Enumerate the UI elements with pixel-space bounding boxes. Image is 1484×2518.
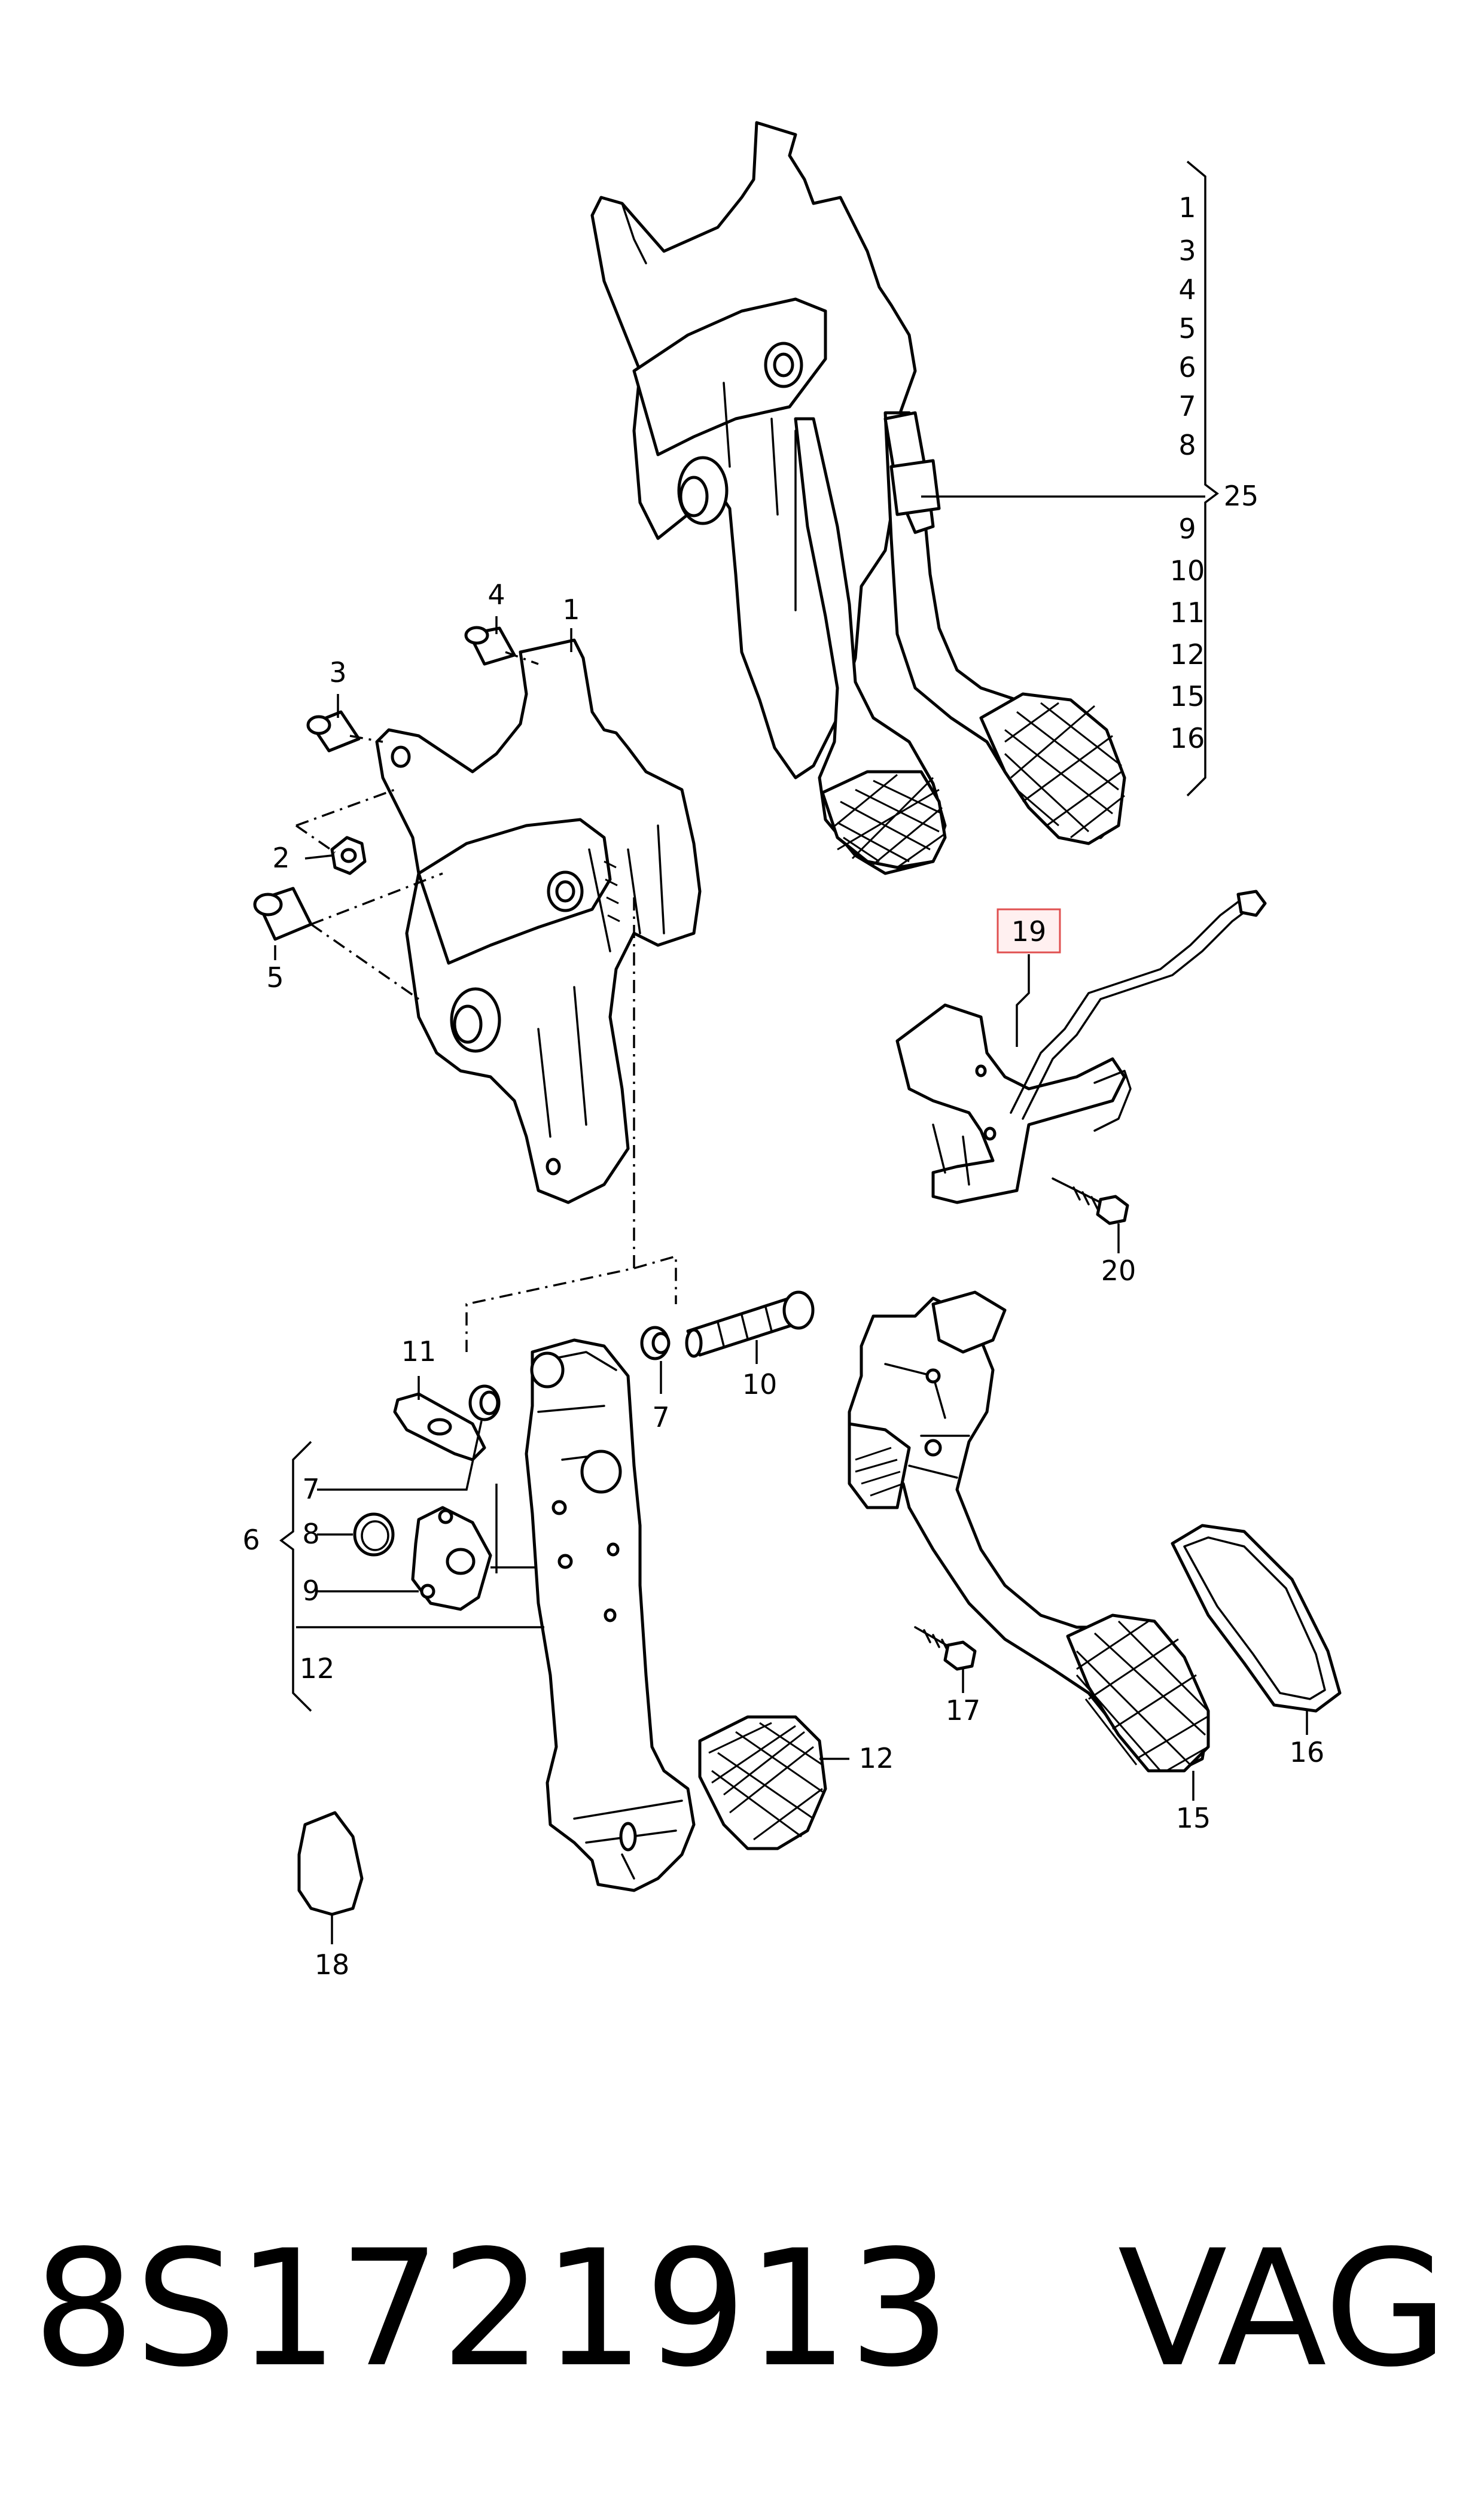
group-25-item: 9 (1178, 513, 1196, 545)
callout-16[interactable]: 16 (1290, 1736, 1325, 1768)
group-25-item: 8 (1178, 429, 1196, 461)
callout-17[interactable]: 17 (946, 1694, 981, 1727)
bushing-4 (464, 626, 516, 666)
bolt-17 (914, 1626, 977, 1671)
pedal-bracket (375, 638, 702, 1204)
callout-7-right[interactable]: 7 (652, 1401, 669, 1433)
brand-name: VAG (1117, 2216, 1449, 2403)
leader-lines (274, 160, 1308, 1944)
group-25-item: 5 (1178, 312, 1196, 345)
assembly-line-shaft (465, 897, 677, 1352)
pedal-pad-16 (1171, 1524, 1342, 1713)
clutch-pedal-pad-12 (698, 1715, 827, 1850)
callout-19[interactable]: 19 (1011, 915, 1047, 948)
callout-10[interactable]: 10 (742, 1368, 778, 1400)
group-25-list: 1 3 4 5 6 7 8 9 10 11 12 15 16 (1170, 191, 1205, 754)
callout-3[interactable]: 3 (329, 656, 346, 689)
bushing-7-left (468, 1384, 501, 1421)
clutch-pedal-arm (525, 1338, 696, 1892)
group-25-item: 4 (1178, 273, 1196, 306)
callout-15[interactable]: 15 (1176, 1802, 1211, 1834)
assembly-line-5 (310, 872, 443, 1000)
spring-housing-9 (411, 1506, 492, 1611)
pedal-assembly-complete (590, 121, 1126, 875)
callout-19-highlight (997, 908, 1061, 954)
callout-2[interactable]: 2 (272, 842, 290, 874)
pin-10 (685, 1290, 815, 1358)
group-25-item: 7 (1178, 390, 1196, 422)
group-25-item: 15 (1170, 680, 1205, 713)
group-25-item: 10 (1170, 555, 1205, 587)
callout-8[interactable]: 8 (302, 1518, 319, 1550)
group-25-item: 16 (1170, 722, 1205, 754)
callout-5[interactable]: 5 (266, 961, 284, 994)
group-25-item: 6 (1178, 351, 1196, 383)
cap-18 (297, 1811, 364, 1916)
group-25-item: 3 (1178, 235, 1196, 267)
callout-12-left[interactable]: 12 (300, 1652, 335, 1685)
part-number: 8S1721913 (33, 2216, 951, 2403)
callout-18[interactable]: 18 (315, 1948, 350, 1981)
bushing-5 (253, 887, 313, 941)
screw-20 (1052, 1177, 1129, 1225)
assembly-line-2 (295, 788, 395, 854)
callout-6[interactable]: 6 (242, 1524, 260, 1556)
callout-11[interactable]: 11 (401, 1335, 437, 1368)
brake-pedal-pad-15 (1066, 1613, 1210, 1773)
callout-4[interactable]: 4 (487, 578, 505, 611)
callout-25[interactable]: 25 (1224, 480, 1259, 512)
callout-20[interactable]: 20 (1101, 1255, 1136, 1287)
wiring-harness-19 (895, 890, 1267, 1204)
group-25-item: 1 (1178, 191, 1196, 224)
group-25-item: 12 (1170, 638, 1205, 671)
assembly-line-3 (349, 735, 383, 743)
callout-1[interactable]: 1 (562, 593, 580, 626)
callout-9[interactable]: 9 (302, 1575, 319, 1607)
bushing-3 (306, 710, 361, 753)
group-25-item: 11 (1170, 596, 1205, 629)
callout-12-pad[interactable]: 12 (859, 1742, 894, 1774)
callout-7-left[interactable]: 7 (302, 1473, 319, 1505)
ring-8 (353, 1512, 395, 1557)
nut-2 (330, 836, 367, 875)
bushing-7-right (640, 1326, 671, 1360)
assembly-line-4 (505, 651, 539, 665)
